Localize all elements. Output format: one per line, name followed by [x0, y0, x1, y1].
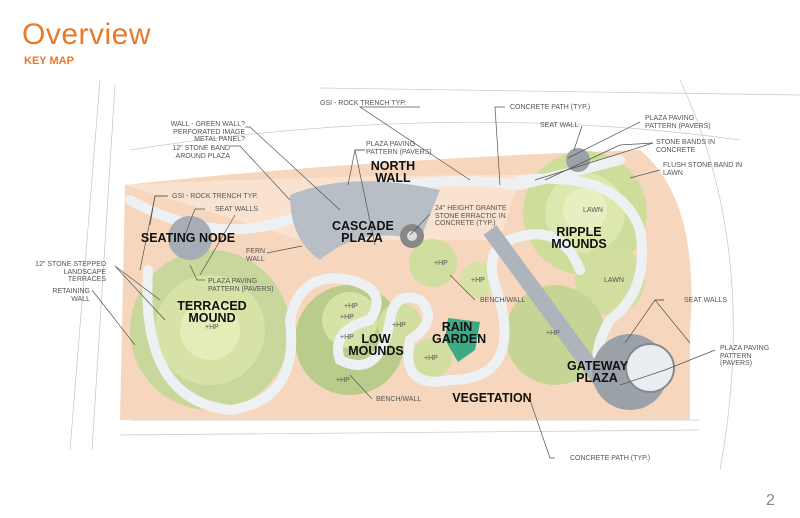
- hp-marker: +HP: [344, 303, 358, 310]
- label-plaza-paving-seating: PLAZA PAVING PATTERN (PAVERS): [208, 278, 274, 293]
- label-lawn-1: LAWN: [583, 207, 603, 214]
- label-seat-walls-right: SEAT WALLS: [684, 297, 728, 304]
- label-stone-bands-concrete: STONE BANDS IN CONCRETE: [656, 139, 715, 154]
- hp-marker: +HP: [340, 334, 354, 341]
- region-cascade-plaza: CASCADE PLAZA: [332, 219, 394, 245]
- label-plaza-paving-ne: PLAZA PAVING PATTERN (PAVERS): [645, 115, 711, 130]
- label-fern-wall: FERN WALL: [246, 248, 266, 263]
- hp-marker: +HP: [336, 377, 350, 384]
- region-seating-node: SEATING NODE: [140, 231, 236, 245]
- region-terraced-mound: TERRACED MOUND: [177, 299, 247, 325]
- hp-marker: +HP: [424, 355, 438, 362]
- hp-marker: +HP: [340, 314, 354, 321]
- label-stone-band: 12" STONE BAND AROUND PLAZA: [172, 145, 230, 160]
- page-title: Overview: [22, 18, 152, 51]
- hp-marker: +HP: [392, 322, 406, 329]
- label-plaza-paving-north: PLAZA PAVING PATTERN (PAVERS): [366, 141, 432, 156]
- label-stepped-terraces: 12" STONE STEPPED LANDSCAPE TERRACES: [35, 261, 106, 283]
- label-seat-wall: SEAT WALL: [540, 122, 579, 129]
- region-low-mounds: LOW MOUNDS: [348, 332, 404, 358]
- label-concrete-path-bottom: CONCRETE PATH (TYP.): [570, 455, 651, 462]
- label-retaining-wall: RETAINING WALL: [52, 288, 90, 303]
- region-rain-garden: RAIN GARDEN: [432, 320, 487, 346]
- label-concrete-path-top: CONCRETE PATH (TYP.): [510, 104, 591, 111]
- hp-marker: +HP: [205, 324, 219, 331]
- page-subtitle: KEY MAP: [24, 55, 74, 67]
- rain-garden: [445, 318, 480, 362]
- region-gateway-plaza: GATEWAY PLAZA: [567, 359, 629, 385]
- label-granite: 24" HEIGHT GRANITE STONE ERRACTIC IN CON…: [435, 205, 507, 227]
- region-north-wall: NORTH WALL: [370, 159, 416, 185]
- hp-marker: +HP: [434, 260, 448, 267]
- region-ripple-mounds: RIPPLE MOUNDS: [551, 225, 607, 251]
- region-vegetation: VEGETATION: [452, 391, 532, 405]
- label-lawn-2: LAWN: [604, 277, 624, 284]
- hp-marker: +HP: [471, 277, 485, 284]
- label-bench-wall-bottom: BENCH/WALL: [376, 396, 422, 403]
- label-gsi-top: GSI - ROCK TRENCH TYP.: [320, 100, 406, 107]
- label-wall-green: WALL - GREEN WALL? PERFORATED IMAGE META…: [170, 121, 245, 143]
- label-seat-walls-left: SEAT WALLS: [215, 206, 259, 213]
- label-flush-stone: FLUSH STONE BAND IN LAWN: [663, 162, 743, 177]
- label-bench-wall-top: BENCH/WALL: [480, 297, 526, 304]
- label-gsi-left: GSI - ROCK TRENCH TYP.: [172, 193, 258, 200]
- label-plaza-paving-gateway: PLAZA PAVING PATTERN (PAVERS): [720, 345, 770, 367]
- hp-marker: +HP: [546, 330, 560, 337]
- page-number: 2: [766, 492, 775, 509]
